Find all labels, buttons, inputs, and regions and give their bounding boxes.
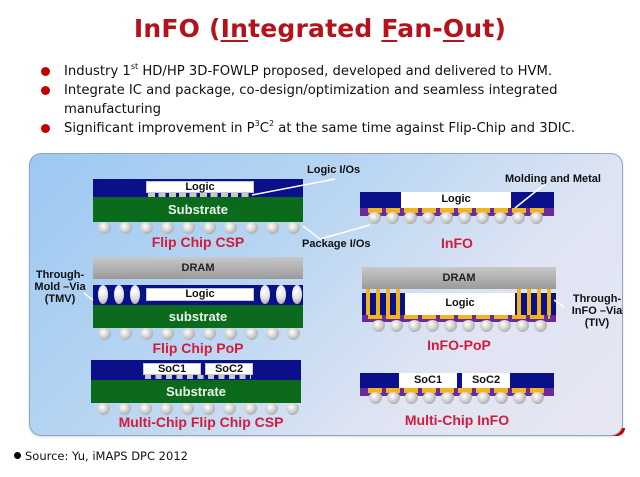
caption-flip-chip-csp: Flip Chip CSP: [151, 234, 245, 250]
micro-bumps: [148, 193, 252, 197]
caption-flip-chip-pop: Flip Chip PoP: [152, 340, 244, 356]
tiv-right: [517, 289, 555, 319]
bullet-dot-icon: [41, 67, 50, 76]
caption-info-pop: InFO-PoP: [427, 337, 491, 353]
soc2-chip: SoC2: [462, 373, 510, 388]
metal-traces: [368, 315, 550, 319]
logic-chip: Logic: [405, 293, 515, 315]
solder-balls: [97, 403, 303, 415]
soc1-chip: SoC1: [399, 373, 457, 388]
soc2-chip: SoC2: [205, 363, 253, 375]
bullet-dot-icon: [14, 452, 21, 459]
dram-chip: DRAM: [362, 267, 556, 289]
tiv-left: [366, 289, 404, 319]
caption-multi-chip-info: Multi-Chip InFO: [404, 412, 510, 428]
bullet-item: Integrate IC and package, co-design/opti…: [38, 81, 589, 119]
label-tmv: Through-Mold –Via(TMV): [34, 269, 86, 305]
substrate-layer: Substrate: [93, 197, 303, 222]
label-logic-ios: Logic I/Os: [307, 164, 361, 176]
substrate-layer: Substrate: [91, 380, 301, 403]
source-note: Source: Yu, iMAPS DPC 2012: [14, 449, 188, 463]
label-tiv: Through-InFO –Via(TIV): [571, 293, 623, 329]
caption-info: InFO: [441, 235, 473, 251]
solder-balls: [372, 320, 558, 332]
label-package-ios: Package I/Os: [302, 238, 371, 250]
substrate-layer: substrate: [93, 305, 303, 328]
dram-chip: DRAM: [93, 257, 303, 279]
slide-title: InFO (Integrated Fan-Out): [133, 14, 507, 43]
label-molding-metal: Molding and Metal: [505, 173, 601, 185]
bullet-list: Industry 1st HD/HP 3D-FOWLP proposed, de…: [38, 62, 628, 138]
bullet-item: Significant improvement in P3C2 at the s…: [38, 119, 628, 138]
solder-balls: [98, 328, 304, 340]
logic-chip: Logic: [401, 192, 511, 208]
caption-multi-chip-fc-csp: Multi-Chip Flip Chip CSP: [118, 414, 284, 430]
tmv-left: [96, 283, 146, 305]
solder-balls: [369, 392, 555, 404]
logic-chip: Logic: [146, 181, 254, 193]
logic-chip: Logic: [146, 288, 254, 301]
soc1-chip: SoC1: [143, 363, 201, 375]
metal-traces: [368, 208, 548, 213]
bullet-dot-icon: [41, 124, 50, 133]
metal-traces: [368, 388, 548, 393]
micro-bumps: [145, 375, 251, 379]
solder-balls: [368, 212, 554, 224]
tmv-right: [254, 283, 304, 305]
molding-layer: [360, 373, 554, 388]
bullet-item: Industry 1st HD/HP 3D-FOWLP proposed, de…: [38, 62, 628, 81]
bullet-dot-icon: [41, 86, 50, 95]
solder-balls: [98, 222, 304, 234]
